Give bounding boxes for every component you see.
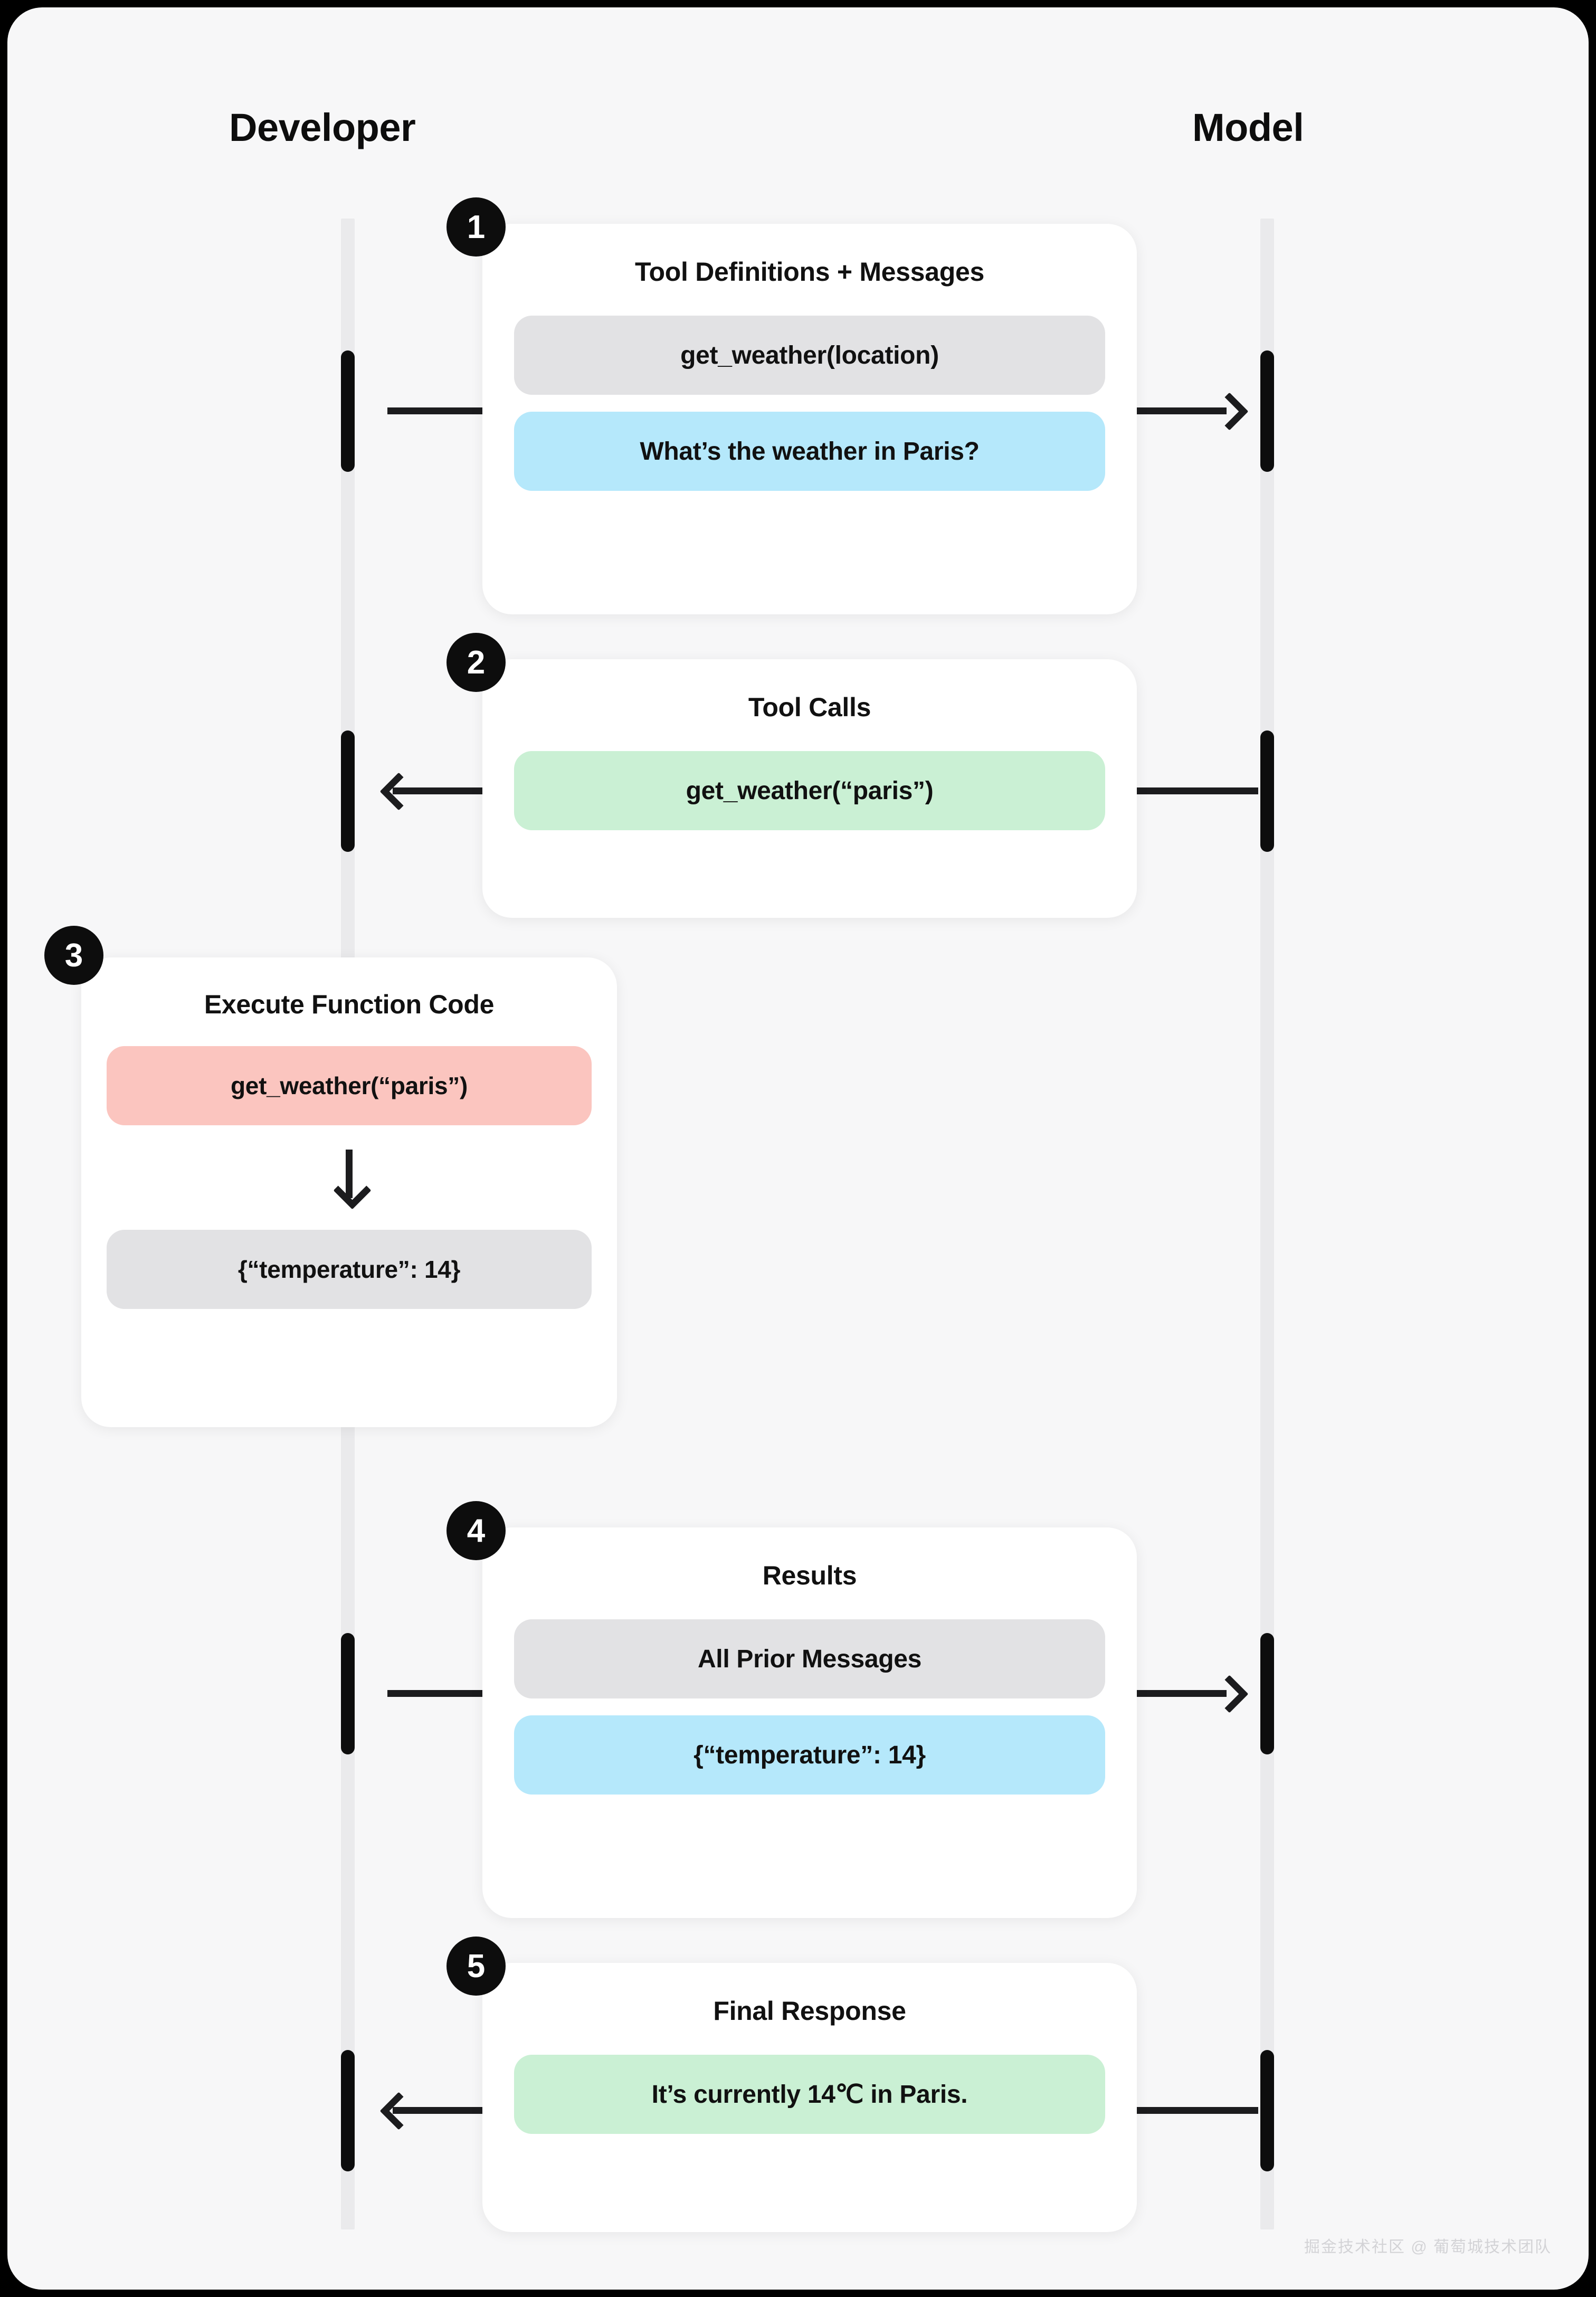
message-line-step2-left <box>393 787 493 794</box>
pill-user-message: What’s the weather in Paris? <box>514 412 1105 491</box>
pill-function-result: {“temperature”: 14} <box>107 1230 592 1309</box>
arrow-right-icon-step4 <box>1210 1675 1249 1713</box>
message-line-step1-right <box>1132 407 1227 414</box>
card-title-step5: Final Response <box>713 1996 906 2026</box>
arrow-left-icon-step5 <box>379 2092 418 2130</box>
step-badge-5: 5 <box>446 1937 506 1996</box>
pill-tool-definition: get_weather(location) <box>514 316 1105 395</box>
pill-final-response: It’s currently 14℃ in Paris. <box>514 2055 1105 2134</box>
message-line-step2-right <box>1137 787 1258 794</box>
watermark: 掘金技术社区 @ 葡萄城技术团队 <box>1304 2238 1552 2256</box>
card-title-step3: Execute Function Code <box>204 990 495 1019</box>
arrow-right-icon-step1 <box>1210 392 1249 431</box>
card-step3: Execute Function Code get_weather(“paris… <box>81 957 617 1427</box>
column-header-model: Model <box>1192 106 1304 149</box>
message-line-step5-left <box>393 2107 493 2114</box>
activation-bar-model-step1 <box>1260 350 1274 472</box>
activation-bar-model-step5 <box>1260 2050 1274 2171</box>
column-header-developer: Developer <box>229 106 416 149</box>
activation-bar-model-step2 <box>1260 730 1274 852</box>
card-title-step4: Results <box>762 1561 857 1590</box>
step-badge-4: 4 <box>446 1501 506 1560</box>
message-line-step5-right <box>1137 2107 1258 2114</box>
step-badge-2: 2 <box>446 633 506 692</box>
down-arrow-icon <box>332 1150 372 1212</box>
lifeline-model <box>1260 219 1274 2229</box>
pill-tool-call: get_weather(“paris”) <box>514 751 1105 830</box>
message-line-step1-left <box>387 407 493 414</box>
card-step2: Tool Calls get_weather(“paris”) <box>482 659 1137 918</box>
activation-bar-developer-step2 <box>341 730 355 852</box>
card-step4: Results All Prior Messages {“temperature… <box>482 1527 1137 1918</box>
message-line-step4-left <box>387 1690 493 1697</box>
diagram-canvas: Developer Model 1 Tool Definitions + Mes… <box>7 7 1589 2290</box>
card-step1: Tool Definitions + Messages get_weather(… <box>482 224 1137 614</box>
pill-tool-result-message: {“temperature”: 14} <box>514 1715 1105 1795</box>
card-step5: Final Response It’s currently 14℃ in Par… <box>482 1963 1137 2232</box>
pill-function-invocation: get_weather(“paris”) <box>107 1046 592 1125</box>
activation-bar-model-step4 <box>1260 1633 1274 1754</box>
pill-all-prior-messages: All Prior Messages <box>514 1619 1105 1698</box>
step-badge-3: 3 <box>44 926 103 985</box>
activation-bar-developer-step1 <box>341 350 355 472</box>
message-line-step4-right <box>1132 1690 1227 1697</box>
activation-bar-developer-step5 <box>341 2050 355 2171</box>
arrow-left-icon-step2 <box>379 772 418 811</box>
activation-bar-developer-step4 <box>341 1633 355 1754</box>
step-badge-1: 1 <box>446 197 506 257</box>
card-title-step2: Tool Calls <box>748 692 871 722</box>
card-title-step1: Tool Definitions + Messages <box>635 257 984 287</box>
